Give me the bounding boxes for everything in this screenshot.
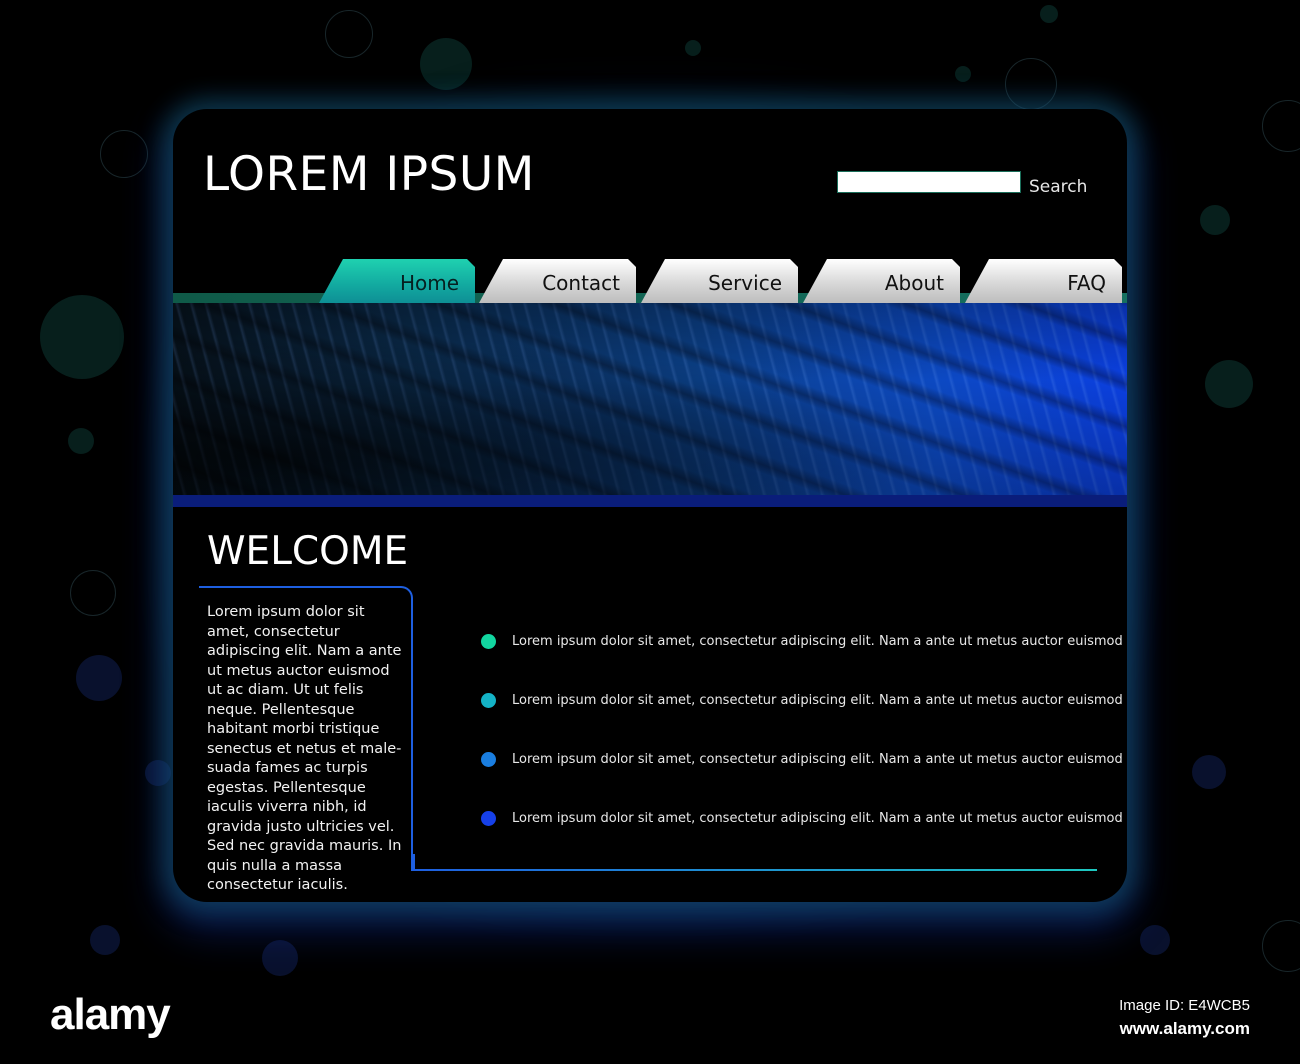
- source-url: www.alamy.com: [1119, 1019, 1250, 1038]
- sidebar-frame-line: [199, 586, 413, 871]
- bokeh-bubble: [76, 655, 122, 701]
- list-item: Lorem ipsum dolor sit amet, consectetur …: [481, 631, 1123, 690]
- banner-divider: [173, 495, 1127, 507]
- bokeh-bubble: [325, 10, 373, 58]
- bullet-dot-icon: [481, 752, 496, 767]
- tab-home[interactable]: Home: [319, 259, 475, 303]
- bokeh-bubble: [1040, 5, 1058, 23]
- watermark-logo: alamy: [50, 990, 171, 1039]
- bokeh-bubble: [420, 38, 472, 90]
- tab-contact[interactable]: Contact: [479, 259, 636, 303]
- website-template-panel: LOREM IPSUM Search Home Contact Service …: [173, 109, 1127, 902]
- bokeh-bubble: [1200, 205, 1230, 235]
- list-item-text: Lorem ipsum dolor sit amet, consectetur …: [512, 811, 1123, 826]
- tab-faq[interactable]: FAQ: [965, 259, 1122, 303]
- list-item: Lorem ipsum dolor sit amet, consectetur …: [481, 749, 1123, 808]
- bokeh-bubble: [40, 295, 124, 379]
- bokeh-bubble: [90, 925, 120, 955]
- list-item: Lorem ipsum dolor sit amet, consectetur …: [481, 808, 1123, 867]
- list-item-text: Lorem ipsum dolor sit amet, consectetur …: [512, 634, 1123, 649]
- bokeh-bubble: [100, 130, 148, 178]
- bokeh-bubble: [70, 570, 116, 616]
- bokeh-bubble: [1192, 755, 1226, 789]
- bokeh-bubble: [685, 40, 701, 56]
- bokeh-bubble: [68, 428, 94, 454]
- intro-text: Lorem ipsum dolor sit amet, consectetur …: [207, 604, 402, 893]
- banner-shade: [173, 303, 1127, 495]
- list-item-text: Lorem ipsum dolor sit amet, consectetur …: [512, 693, 1123, 708]
- hero-banner: [173, 303, 1127, 495]
- bullet-dot-icon: [481, 693, 496, 708]
- image-id-label: Image ID: E4WCB5: [1119, 997, 1250, 1014]
- welcome-heading: WELCOME: [207, 529, 409, 574]
- bokeh-bubble: [955, 66, 971, 82]
- bullet-dot-icon: [481, 634, 496, 649]
- search-button[interactable]: Search: [1029, 177, 1088, 197]
- search-input[interactable]: [837, 171, 1021, 193]
- tab-service[interactable]: Service: [641, 259, 798, 303]
- list-item-text: Lorem ipsum dolor sit amet, consectetur …: [512, 752, 1123, 767]
- bokeh-bubble: [1205, 360, 1253, 408]
- content-frame-line: [413, 854, 1097, 871]
- bullet-dot-icon: [481, 811, 496, 826]
- bokeh-bubble: [1262, 920, 1300, 972]
- bokeh-bubble: [1140, 925, 1170, 955]
- list-item: Lorem ipsum dolor sit amet, consectetur …: [481, 690, 1123, 749]
- bokeh-bubble: [262, 940, 298, 976]
- bokeh-bubble: [1262, 100, 1300, 152]
- tab-about[interactable]: About: [803, 259, 960, 303]
- feature-list: Lorem ipsum dolor sit amet, consectetur …: [481, 631, 1123, 867]
- site-logo[interactable]: LOREM IPSUM: [203, 147, 535, 202]
